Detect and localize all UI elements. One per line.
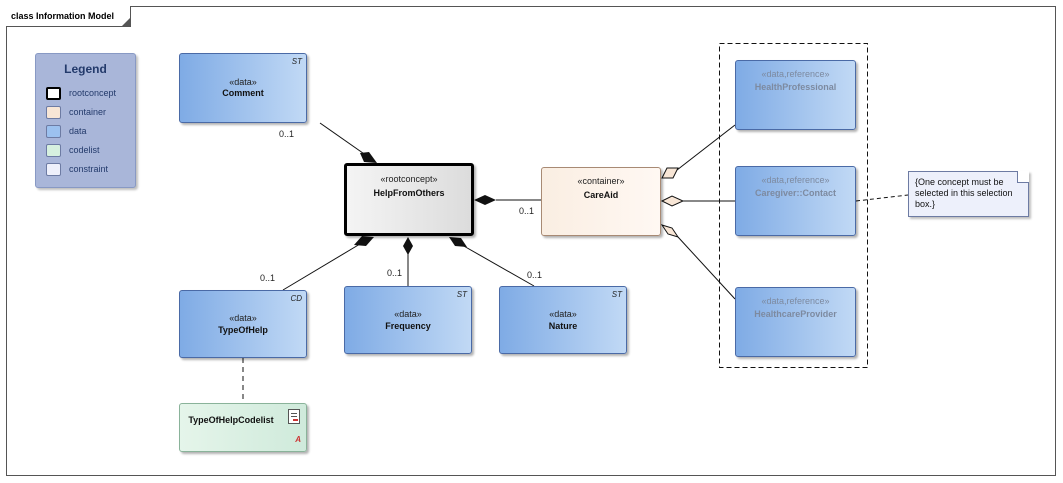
note-fold-corner bbox=[1017, 171, 1029, 183]
diagram-frame-title: class Information Model bbox=[6, 6, 132, 27]
class-name: HealthcareProvider bbox=[754, 309, 837, 319]
stereotype-label: «data» bbox=[394, 309, 422, 319]
legend-swatch-data bbox=[46, 125, 61, 138]
caregiver-contact-aggregation-diamond bbox=[660, 195, 685, 207]
class-help-from-others[interactable]: «rootconcept» HelpFromOthers bbox=[344, 163, 474, 236]
class-comment[interactable]: ST «data» Comment bbox=[179, 53, 307, 123]
type-tag: CD bbox=[290, 294, 302, 303]
stereotype-label: «container» bbox=[577, 176, 625, 186]
legend-swatch-codelist bbox=[46, 144, 61, 157]
legend-swatch-rootconcept bbox=[46, 87, 61, 100]
care-aid-composition-diamond bbox=[474, 195, 496, 205]
stereotype-label: «rootconcept» bbox=[380, 174, 438, 184]
class-caregiver-contact[interactable]: «data,reference» Caregiver::Contact bbox=[735, 166, 856, 236]
diagram-frame bbox=[6, 6, 1056, 476]
selection-box-boundary[interactable] bbox=[719, 43, 868, 368]
healthcare-provider-aggregation-diamond bbox=[660, 224, 680, 238]
multiplicity-care-aid: 0..1 bbox=[519, 206, 535, 216]
health-professional-aggregation-diamond bbox=[661, 167, 679, 179]
comment-link[interactable] bbox=[319, 122, 371, 159]
nature-link[interactable] bbox=[461, 244, 535, 287]
class-health-professional[interactable]: «data,reference» HealthProfessional bbox=[735, 60, 856, 130]
stereotype-label: «data» bbox=[229, 313, 257, 323]
legend-title: Legend bbox=[64, 62, 107, 76]
class-name: Nature bbox=[548, 321, 578, 331]
type-tag: ST bbox=[456, 290, 467, 299]
note-anchor[interactable] bbox=[855, 194, 909, 202]
multiplicity-frequency: 0..1 bbox=[387, 268, 403, 278]
type-of-help-link[interactable] bbox=[282, 243, 361, 291]
multiplicity-nature: 0..1 bbox=[527, 270, 543, 280]
legend-label: container bbox=[69, 107, 107, 117]
legend[interactable]: Legend rootconcept container data codeli… bbox=[35, 53, 136, 188]
stereotype-label: «data,reference» bbox=[761, 69, 830, 79]
class-name: HealthProfessional bbox=[754, 82, 837, 92]
class-name: TypeOfHelpCodelist bbox=[188, 415, 274, 425]
type-tag: ST bbox=[291, 57, 302, 66]
class-name: Caregiver::Contact bbox=[754, 188, 837, 198]
constraint-note[interactable]: {One concept must be selected in this se… bbox=[908, 171, 1029, 217]
stereotype-label: «data,reference» bbox=[761, 175, 830, 185]
class-type-of-help-codelist[interactable]: TypeOfHelpCodelist A bbox=[179, 403, 307, 452]
legend-label: constraint bbox=[69, 164, 109, 174]
legend-label: rootconcept bbox=[69, 88, 117, 98]
type-of-help-composition-diamond bbox=[354, 236, 374, 246]
class-nature[interactable]: ST «data» Nature bbox=[499, 286, 627, 354]
note-text: {One concept must be selected in this se… bbox=[915, 177, 1013, 209]
legend-label: codelist bbox=[69, 145, 100, 155]
comment-composition-diamond bbox=[360, 152, 377, 163]
stereotype-label: «data» bbox=[229, 77, 257, 87]
multiplicity-type-of-help: 0..1 bbox=[260, 273, 276, 283]
abstract-tag: A bbox=[295, 435, 301, 444]
legend-swatch-container bbox=[46, 106, 61, 119]
class-care-aid[interactable]: «container» CareAid bbox=[541, 167, 661, 236]
type-tag: ST bbox=[611, 290, 622, 299]
class-name: Frequency bbox=[385, 321, 431, 331]
healthcare-provider-link[interactable] bbox=[677, 236, 736, 300]
class-type-of-help[interactable]: CD «data» TypeOfHelp bbox=[179, 290, 307, 358]
stereotype-label: «data» bbox=[549, 309, 577, 319]
legend-swatch-constraint bbox=[46, 163, 61, 176]
class-name: Comment bbox=[222, 88, 264, 98]
multiplicity-comment: 0..1 bbox=[279, 129, 295, 139]
nature-composition-diamond bbox=[449, 237, 467, 247]
class-name: HelpFromOthers bbox=[373, 188, 445, 198]
class-healthcare-provider[interactable]: «data,reference» HealthcareProvider bbox=[735, 287, 856, 357]
class-name: CareAid bbox=[583, 190, 619, 200]
stereotype-label: «data,reference» bbox=[761, 296, 830, 306]
legend-label: data bbox=[69, 126, 87, 136]
health-professional-link[interactable] bbox=[676, 124, 736, 171]
class-name: TypeOfHelp bbox=[218, 325, 268, 335]
frequency-composition-diamond bbox=[403, 237, 413, 255]
codelist-document-icon bbox=[288, 409, 300, 424]
class-frequency[interactable]: ST «data» Frequency bbox=[344, 286, 472, 354]
